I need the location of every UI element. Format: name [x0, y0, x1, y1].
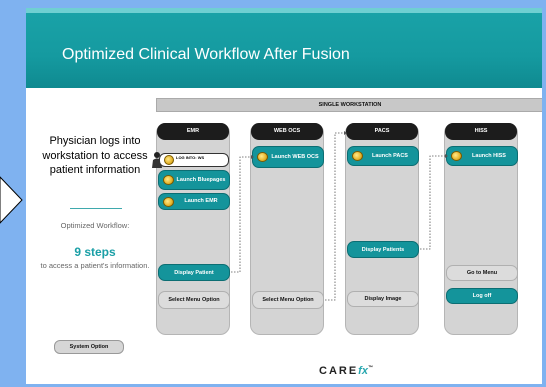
app-icon [163, 175, 174, 185]
display-patient-button[interactable]: Display Patient [158, 264, 230, 281]
divider [70, 208, 122, 209]
login-field[interactable]: LOG INTO: WS [159, 153, 229, 167]
connector-emr-to-webocs [231, 156, 251, 273]
carefx-logo: CAREfx™ [319, 365, 375, 377]
hiss-column-header: HISS [445, 123, 517, 140]
arrowhead [445, 154, 448, 158]
app-icon [164, 155, 174, 165]
title-banner: Optimized Clinical Workflow After Fusion [26, 8, 542, 88]
arrowhead [251, 155, 254, 159]
webocs-select-menu-button[interactable]: Select Menu Option [252, 291, 324, 309]
pacs-column-header: PACS [346, 123, 418, 140]
launch-hiss-label: Launch HISS [472, 152, 506, 159]
connector-webocs-to-pacs [325, 132, 344, 301]
steps-description: to access a patient's information. [40, 261, 150, 270]
launch-emr-button[interactable]: Launch EMR [158, 193, 230, 210]
connector-lines [231, 131, 448, 301]
display-patient-label: Display Patient [174, 269, 214, 276]
launch-pacs-label: Launch PACS [372, 152, 408, 159]
system-option-button[interactable]: System Option [54, 340, 124, 354]
logo-tm: ™ [367, 365, 375, 371]
display-image-button[interactable]: Display Image [347, 291, 419, 307]
banner-stripe [26, 8, 542, 13]
steps-count: 9 steps [74, 245, 116, 259]
launch-webocs-button[interactable]: Launch WEB OCS [252, 146, 324, 168]
logo-fx: fx [358, 365, 368, 377]
physician-description: Physician logs into workstation to acces… [42, 135, 148, 176]
display-patients-button[interactable]: Display Patients [347, 241, 419, 258]
incoming-arrow [0, 176, 23, 224]
login-label: LOG INTO: WS [176, 155, 205, 160]
emr-select-menu-button[interactable]: Select Menu Option [158, 291, 230, 309]
app-icon [257, 152, 268, 162]
app-icon [451, 151, 462, 161]
slide: Optimized Clinical Workflow After Fusion… [26, 8, 542, 384]
app-icon [163, 196, 174, 207]
app-icon [352, 151, 363, 161]
launch-bluepages-button[interactable]: Launch Bluepages [158, 170, 230, 190]
log-off-button[interactable]: Log off [446, 288, 518, 304]
webocs-column-header: WEB OCS [251, 123, 323, 140]
launch-bluepages-label: Launch Bluepages [176, 176, 226, 183]
launch-webocs-label: Launch WEB OCS [271, 153, 319, 160]
log-off-label: Log off [472, 293, 492, 299]
arrowhead [344, 131, 347, 135]
slide-title: Optimized Clinical Workflow After Fusion [62, 46, 350, 63]
display-patients-label: Display Patients [361, 246, 405, 253]
go-to-menu-button[interactable]: Go to Menu [446, 265, 518, 281]
emr-column-header: EMR [157, 123, 229, 140]
launch-pacs-button[interactable]: Launch PACS [347, 146, 419, 166]
workflow-label: Optimized Workflow: [60, 221, 130, 230]
single-workstation-header: SINGLE WORKSTATION [156, 98, 542, 112]
launch-emr-label: Launch EMR [184, 198, 218, 204]
connector-pacs-to-hiss [420, 155, 445, 250]
logo-care: CARE [319, 365, 359, 377]
